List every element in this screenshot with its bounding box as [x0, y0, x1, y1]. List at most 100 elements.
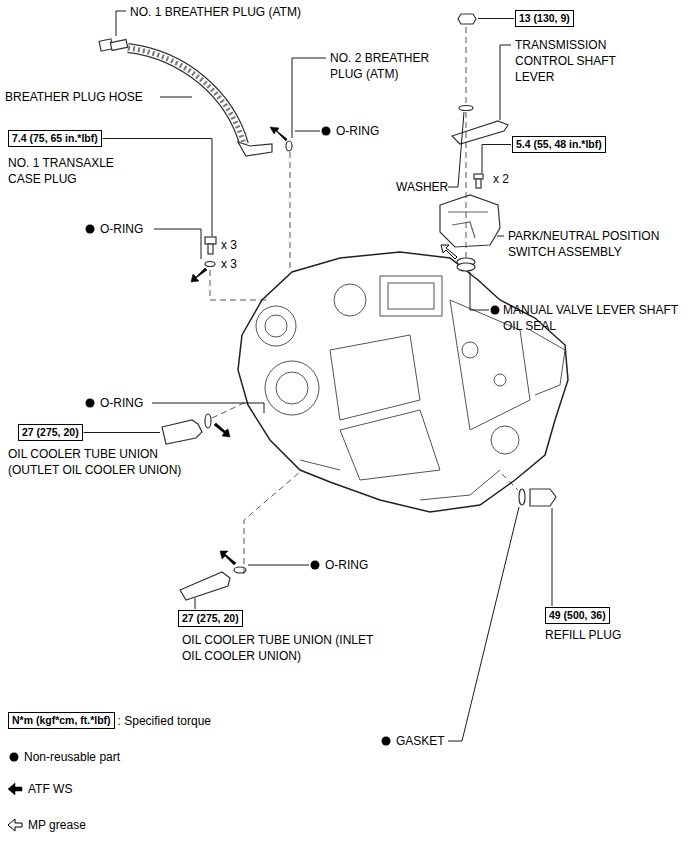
part-label: MANUAL VALVE LEVER SHAFT OIL SEAL [503, 302, 683, 334]
legend-atf-arrow [8, 783, 22, 795]
part-label: x 2 [493, 171, 509, 187]
part-label-text: NO. 2 BREATHER PLUG (ATM) [330, 51, 429, 81]
washer-part [459, 106, 473, 111]
part-label: REFILL PLUG [545, 627, 621, 643]
part-label-text: O-RING [325, 558, 368, 572]
part-label-text: x 3 [221, 238, 237, 252]
grease-arrow [441, 245, 457, 259]
part-label: TRANSMISSION CONTROL SHAFT LEVER [515, 37, 640, 85]
assembly-line [210, 27, 518, 574]
legend-entry: : Specified torque [118, 713, 211, 729]
legend-entry: Non-reusable part [24, 749, 120, 765]
legend-grease-arrow [8, 819, 22, 831]
part-label: BREATHER PLUG HOSE [5, 89, 143, 105]
part-label-text: OIL COOLER TUBE UNION (OUTLET OIL COOLER… [8, 447, 181, 477]
part-label-text: WASHER [396, 180, 448, 194]
leader-line [552, 508, 553, 606]
case-plug [208, 244, 213, 254]
breather-hose-core [128, 48, 244, 144]
torque-box: 13 (130, 9) [515, 10, 574, 27]
leader-line [103, 139, 212, 237]
part-label: O-RING [336, 123, 379, 139]
leader-line [195, 598, 196, 609]
part-label-text: O-RING [100, 396, 143, 410]
torque-box: 27 (275, 20) [18, 424, 83, 441]
part-label: x 3 [221, 256, 237, 272]
inlet-union [180, 572, 230, 600]
torque-value: 7.4 (75, 65 in.*lbf) [12, 132, 98, 144]
part-label: O-RING [325, 557, 368, 573]
torque-value: 27 (275, 20) [22, 426, 79, 438]
torque-value: N*m (kgf*cm, ft.*lbf) [12, 714, 111, 726]
o-ring-part [205, 414, 211, 428]
pn-switch [440, 195, 500, 247]
part-label-text: MANUAL VALVE LEVER SHAFT OIL SEAL [503, 303, 678, 333]
bolt [474, 174, 483, 179]
torque-box: 49 (500, 36) [545, 607, 610, 624]
pn-switch-detail [448, 212, 488, 238]
atf-arrow [220, 551, 236, 565]
part-label-text: PARK/NEUTRAL POSITION SWITCH ASSEMBLY [508, 229, 659, 259]
o-ring-part [286, 141, 292, 151]
part-label: x 3 [221, 237, 237, 253]
part-label: O-RING [100, 221, 143, 237]
part-label: WASHER [396, 179, 448, 195]
part-label-text: REFILL PLUG [545, 628, 621, 642]
part-label-text: GASKET [396, 734, 445, 748]
gasket-part [519, 489, 525, 505]
part-label-text: O-RING [100, 222, 143, 236]
part-label: O-RING [100, 395, 143, 411]
outlet-union [162, 420, 202, 444]
leader-line [478, 18, 514, 19]
hose-braid [128, 48, 244, 144]
part-label-text: NO. 1 BREATHER PLUG (ATM) [130, 5, 301, 19]
o-ring-part [205, 262, 215, 267]
nut [458, 14, 476, 24]
refill-plug [530, 489, 556, 506]
non-reusable-dot [10, 127, 500, 762]
part-label-text: NO. 1 TRANSAXLE CASE PLUG [8, 156, 114, 186]
part-label-text: x 2 [493, 172, 509, 186]
legend-torque-box: N*m (kgf*cm, ft.*lbf) [8, 712, 115, 729]
case-plug [205, 237, 216, 244]
part-label: OIL COOLER TUBE UNION (OUTLET OIL COOLER… [8, 446, 208, 478]
leader-line [482, 145, 511, 174]
legend-text: ATF WS [28, 782, 72, 796]
torque-value: 27 (275, 20) [182, 612, 239, 624]
oil-seal [457, 263, 475, 271]
part-label: GASKET [396, 733, 445, 749]
atf-arrow [191, 268, 207, 282]
legend-entry: ATF WS [28, 781, 72, 797]
torque-box: 5.4 (55, 48 in.*lbf) [512, 136, 606, 153]
part-label-text: OIL COOLER TUBE UNION (INLET OIL COOLER … [182, 633, 373, 663]
breather-plug [99, 39, 128, 51]
legend-text: Non-reusable part [24, 750, 120, 764]
legend-text: : Specified torque [118, 714, 211, 728]
leader-line [116, 11, 519, 741]
leader-line [84, 432, 160, 433]
torque-value: 49 (500, 36) [549, 609, 606, 621]
torque-box: 27 (275, 20) [178, 610, 243, 627]
torque-value: 13 (130, 9) [519, 12, 570, 24]
torque-box: 7.4 (75, 65 in.*lbf) [8, 130, 102, 147]
part-label: NO. 2 BREATHER PLUG (ATM) [330, 50, 460, 82]
legend-entry: MP grease [28, 817, 86, 833]
atf-arrow [214, 423, 230, 437]
part-label-text: BREATHER PLUG HOSE [5, 90, 143, 104]
part-label-text: TRANSMISSION CONTROL SHAFT LEVER [515, 38, 616, 84]
part-label: OIL COOLER TUBE UNION (INLET OIL COOLER … [182, 632, 382, 664]
part-label-text: x 3 [221, 257, 237, 271]
torque-value: 5.4 (55, 48 in.*lbf) [516, 138, 602, 150]
part-label: NO. 1 BREATHER PLUG (ATM) [130, 4, 301, 20]
bolt [476, 179, 481, 188]
part-label: NO. 1 TRANSAXLE CASE PLUG [8, 155, 138, 187]
part-label-text: O-RING [336, 124, 379, 138]
legend-text: MP grease [28, 818, 86, 832]
transaxle-case [238, 252, 568, 512]
breather-hose [128, 48, 244, 144]
part-label: PARK/NEUTRAL POSITION SWITCH ASSEMBLY [508, 228, 684, 260]
control-lever [452, 121, 508, 144]
breather-elbow [238, 142, 272, 156]
atf-arrow [270, 127, 287, 141]
